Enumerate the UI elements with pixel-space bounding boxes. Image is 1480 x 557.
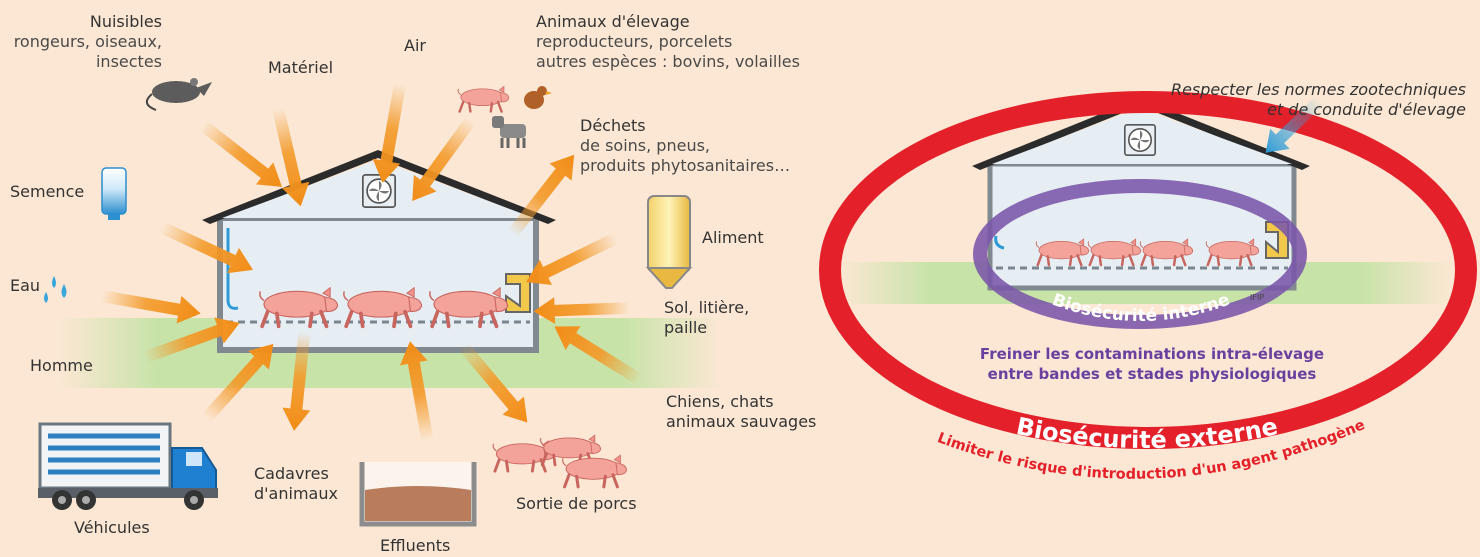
manure-pit-icon bbox=[362, 462, 474, 524]
label-nuisibles-sub2: insectes bbox=[14, 52, 162, 72]
water-drops-icon bbox=[44, 276, 67, 303]
fan-icon bbox=[363, 175, 395, 207]
label-animaux-sub2: autres espèces : bovins, volailles bbox=[536, 52, 800, 72]
label-nuisibles-title: Nuisibles bbox=[14, 12, 162, 32]
label-freiner: Freiner les contaminations intra-élevage… bbox=[952, 344, 1352, 384]
label-sol-l1: Sol, litière, bbox=[664, 298, 749, 318]
label-sol: Sol, litière, paille bbox=[664, 298, 749, 338]
label-cadavres-l1: Cadavres bbox=[254, 464, 338, 484]
silo-icon bbox=[648, 196, 690, 288]
label-animaux: Animaux d'élevage reproducteurs, porcele… bbox=[536, 12, 800, 72]
label-eau: Eau bbox=[10, 276, 40, 296]
label-dechets-title: Déchets bbox=[580, 116, 790, 136]
arrow-dechets bbox=[502, 146, 586, 242]
fan-icon bbox=[1125, 125, 1155, 155]
label-freiner-l1: Freiner les contaminations intra-élevage bbox=[952, 344, 1352, 364]
label-chiens-l2: animaux sauvages bbox=[666, 412, 816, 432]
semen-tube-icon bbox=[102, 168, 126, 220]
label-chiens-l1: Chiens, chats bbox=[666, 392, 816, 412]
barn-building bbox=[220, 218, 536, 350]
label-aliment: Aliment bbox=[702, 228, 764, 248]
label-nuisibles: Nuisibles rongeurs, oiseaux, insectes bbox=[14, 12, 162, 72]
label-respecter-l2: et de conduite d'élevage bbox=[1171, 100, 1466, 120]
label-sortie: Sortie de porcs bbox=[516, 494, 637, 514]
calf-icon bbox=[492, 116, 526, 148]
label-respecter-l1: Respecter les normes zootechniques bbox=[1171, 80, 1466, 100]
label-cadavres: Cadavres d'animaux bbox=[254, 464, 338, 504]
external-biosecurity-label: Biosécurité externe bbox=[1014, 412, 1280, 454]
label-dechets-sub1: de soins, pneus, bbox=[580, 136, 790, 156]
label-vehicules: Véhicules bbox=[74, 518, 150, 538]
label-dechets-sub2: produits phytosanitaires… bbox=[580, 156, 790, 176]
label-homme: Homme bbox=[30, 356, 93, 376]
label-dechets: Déchets de soins, pneus, produits phytos… bbox=[580, 116, 790, 176]
label-animaux-sub1: reproducteurs, porcelets bbox=[536, 32, 800, 52]
label-chiens: Chiens, chats animaux sauvages bbox=[666, 392, 816, 432]
label-freiner-l2: entre bandes et stades physiologiques bbox=[952, 364, 1352, 384]
pig-chicken-icon bbox=[458, 86, 552, 112]
label-sol-l2: paille bbox=[664, 318, 749, 338]
label-respecter: Respecter les normes zootechniques et de… bbox=[1171, 80, 1466, 120]
label-semence: Semence bbox=[10, 182, 84, 202]
label-effluents: Effluents bbox=[380, 536, 450, 556]
truck-icon bbox=[38, 424, 218, 510]
pigs-exit-icon bbox=[493, 435, 626, 487]
label-animaux-title: Animaux d'élevage bbox=[536, 12, 800, 32]
label-air: Air bbox=[404, 36, 426, 56]
label-cadavres-l2: d'animaux bbox=[254, 484, 338, 504]
rat-icon bbox=[147, 78, 212, 110]
label-materiel: Matériel bbox=[268, 58, 333, 78]
label-nuisibles-sub1: rongeurs, oiseaux, bbox=[14, 32, 162, 52]
ifip-label: IFIP bbox=[1250, 293, 1264, 302]
